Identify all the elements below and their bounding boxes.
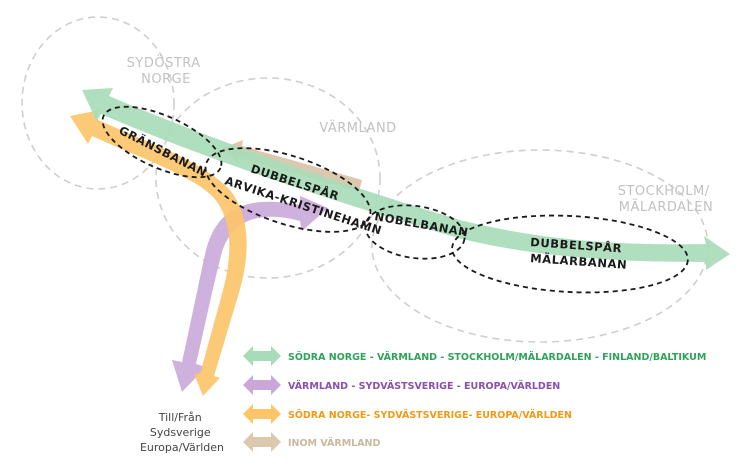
legend-double-arrow-icon: [243, 432, 281, 452]
ellipse-gransbanan: [101, 105, 223, 179]
ellipse-malarbanan: [451, 214, 689, 294]
region-circles: [21, 16, 709, 343]
legend-item: SÖDRA NORGE - VÄRMLAND - STOCKHOLM/MÄLAR…: [243, 346, 706, 366]
ellipse-arvika: [204, 147, 372, 233]
region-label-sydostra-norge: SYDÖSTRA NORGE: [127, 54, 206, 87]
legend-double-arrow-icon: [243, 346, 281, 366]
legend-double-arrow-icon: [243, 375, 281, 395]
region-label-varmland: VÄRMLAND: [319, 120, 396, 136]
legend-label: SÖDRA NORGE- SYDVÄSTSVERIGE- EUROPA/VÄRL…: [288, 410, 572, 421]
region-label-stockholm: STOCKHOLM/ MÄLARDALEN: [618, 184, 715, 215]
legend-label: VÄRMLAND - SYDVÄSTSVERIGE - EUROPA/VÄRLD…: [288, 381, 560, 392]
region-circle-varmland: [155, 77, 381, 279]
purple-arrow: [172, 196, 328, 392]
destination-label: Till/Från Sydsverige Europa/Världen: [140, 411, 224, 454]
orange-arrow: [70, 110, 247, 396]
route-ellipses: [101, 105, 689, 294]
legend-item: INOM VÄRMLAND: [243, 432, 381, 452]
route-label-dubbelspar-malarbanan-2: MÄLARBANAN: [530, 250, 628, 272]
legend-item: SÖDRA NORGE- SYDVÄSTSVERIGE- EUROPA/VÄRL…: [243, 404, 572, 424]
legend: SÖDRA NORGE - VÄRMLAND - STOCKHOLM/MÄLAR…: [243, 346, 706, 452]
legend-item: VÄRMLAND - SYDVÄSTSVERIGE - EUROPA/VÄRLD…: [243, 375, 560, 395]
green-arrow: [82, 88, 730, 270]
route-label-dubbelspar-malarbanan-1: DUBBELSPÅR: [530, 234, 623, 255]
legend-label: SÖDRA NORGE - VÄRMLAND - STOCKHOLM/MÄLAR…: [288, 352, 706, 363]
legend-label: INOM VÄRMLAND: [288, 438, 381, 449]
region-circle-sydostra-norge: [21, 16, 175, 190]
ellipse-nobelbanan: [364, 204, 466, 260]
legend-double-arrow-icon: [243, 404, 281, 424]
